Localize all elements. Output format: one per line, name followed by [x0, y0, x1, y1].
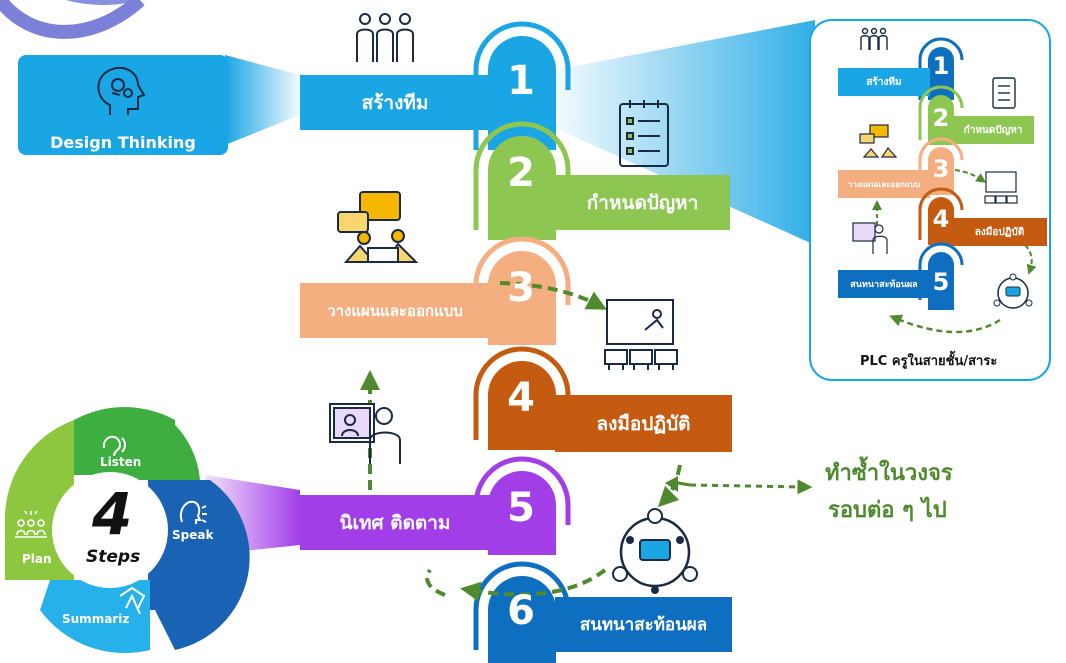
four-steps-wheel [4, 407, 250, 654]
plc-label-5: สนทนาสะท้อนผล [850, 280, 918, 290]
step-2-number: 2 [507, 150, 535, 196]
wheel-speak-inner [148, 480, 231, 610]
step-6-label: สนทนาสะท้อนผล [579, 615, 708, 635]
plc-bar-5 [838, 270, 930, 298]
step-2-label: กำหนดปัญหา [586, 191, 699, 214]
step-4-label: ลงมือปฏิบัติ [596, 412, 691, 435]
plc-number-1: 1 [932, 52, 950, 80]
plc-title: PLC ครูในสายชั้น/สาระ [860, 354, 998, 369]
step-1-bar [300, 75, 490, 130]
plc-bar-3 [838, 170, 930, 198]
arrow-loop-left [425, 568, 446, 597]
plc-planning-icon [859, 124, 898, 158]
plc-label-1: สร้างทีม [866, 76, 902, 88]
wheel-label-speak: Speak [172, 528, 214, 542]
plc-arch-3-stroke [918, 137, 964, 190]
team-icon [356, 13, 414, 62]
plc-discussion-icon [993, 273, 1033, 309]
design-thinking-box [18, 55, 228, 155]
step-2-bar [555, 175, 730, 230]
step-5-arch-stroke [473, 456, 571, 545]
plc-arch-2-stroke [918, 85, 964, 140]
four-steps-word: Steps [86, 547, 141, 567]
step-2-arch-stroke [473, 121, 571, 230]
wheel-label-summarize: Summariz [62, 612, 130, 626]
step-4-number: 4 [507, 375, 535, 421]
presentation-icon [604, 299, 678, 370]
discussion-icon [612, 508, 698, 594]
arrow-repeat [689, 479, 813, 495]
repeat-text-line2: รอบต่อ ๆ ไป [828, 498, 947, 523]
step-5-arch [488, 471, 556, 555]
step-5-label: นิเทศ ติดตาม [339, 511, 451, 534]
plc-arch-5 [928, 252, 954, 310]
step-3-number: 3 [507, 265, 535, 311]
planning-icon [337, 191, 419, 263]
plc-arrow-1 [954, 169, 987, 183]
plc-presentation-icon [984, 171, 1018, 204]
wheel-label-listen: Listen [100, 455, 142, 469]
arrow-6-to-5 [460, 568, 607, 602]
beam-right [555, 20, 815, 245]
wheel-center [52, 472, 168, 588]
corner-arc [65, 0, 140, 6]
step-5-bar [300, 495, 490, 550]
plc-number-2: 2 [932, 104, 950, 132]
plc-arrow-2 [1024, 244, 1037, 275]
beam-left [225, 55, 300, 145]
step-1-number: 1 [507, 58, 535, 104]
plc-arch-3 [928, 147, 954, 195]
plc-bar-4 [952, 218, 1047, 246]
plc-number-4: 4 [932, 205, 950, 233]
corner-arc-stroke [0, 0, 145, 39]
checklist-icon [619, 100, 669, 167]
design-thinking-label: Design Thinking [50, 132, 196, 152]
plc-label-2: กำหนดปัญหา [963, 124, 1023, 136]
plc-video-call-icon [852, 222, 888, 254]
video-call-icon [329, 403, 401, 464]
step-6-bar [555, 597, 732, 652]
wheel-label-plan: Plan [22, 552, 52, 566]
step-1-arch-stroke [473, 21, 571, 150]
summarize-icon [119, 586, 146, 615]
arrow-3-to-4 [499, 281, 607, 310]
wheel-summarize [40, 580, 150, 654]
step-3-bar [300, 283, 490, 338]
plc-number-5: 5 [932, 268, 950, 296]
step-6-arch [488, 576, 556, 663]
plc-checklist-icon [992, 77, 1016, 109]
repeat-text-line1: ทำซ้ำในวงจร [825, 461, 953, 486]
plan-people-icon [15, 510, 47, 538]
plc-arch-5-stroke [918, 242, 964, 300]
plc-arrow-3 [889, 314, 1001, 334]
plc-team-icon [860, 27, 888, 50]
plc-arch-4-stroke [918, 187, 964, 240]
arrow-repeat-head [665, 476, 678, 492]
four-steps-big-number: 4 [92, 480, 133, 548]
step-1-arch [488, 36, 556, 150]
step-4-bar [555, 395, 732, 452]
step-5-number: 5 [507, 485, 535, 531]
step-3-arch-stroke [473, 236, 571, 330]
step-6-number: 6 [507, 588, 535, 634]
step-3-label: วางแผนและออกแบบ [327, 301, 463, 320]
step-4-arch-stroke [473, 346, 571, 440]
plc-number-3: 3 [932, 155, 950, 183]
plc-arch-2 [928, 95, 954, 145]
plc-label-3: วางแผนและออกแบบ [847, 179, 921, 189]
plc-arch-1-stroke [918, 37, 964, 100]
step-4-arch [488, 361, 556, 450]
head-gears-icon [97, 66, 146, 115]
step-2-arch [488, 136, 556, 240]
speaking-head-icon [180, 500, 207, 524]
step-1-label: สร้างทีม [361, 91, 429, 114]
plc-arch-4 [928, 197, 954, 245]
ear-icon [102, 435, 126, 457]
step-3-arch [488, 251, 556, 345]
plc-bar-2 [952, 116, 1034, 144]
plc-label-4: ลงมือปฏิบัติ [974, 226, 1025, 238]
plc-bar-1 [838, 68, 930, 96]
